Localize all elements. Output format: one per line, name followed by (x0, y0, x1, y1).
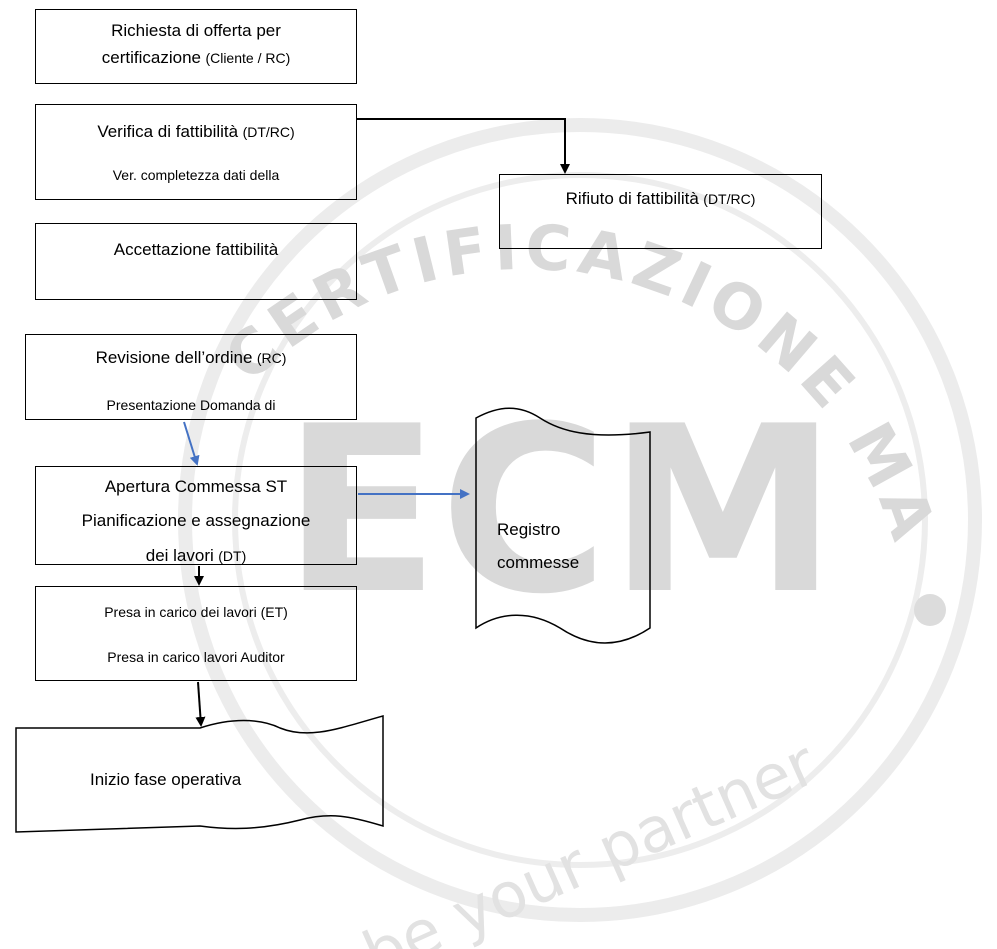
arrow-revisione-apertura (183, 421, 200, 466)
presa-line1: Presa in carico dei lavori (ET) (104, 604, 288, 620)
node-richiesta-offerta: Richiesta di offerta per certificazione … (35, 9, 357, 84)
node-verifica-fattibilita: Verifica di fattibilità (DT/RC) Ver. com… (35, 104, 357, 200)
node-accettazione-fattibilita: Accettazione fattibilità (35, 223, 357, 300)
apertura-line1: Apertura Commessa ST (104, 477, 288, 496)
revisione-role: (RC) (256, 350, 287, 366)
arrow-verifica-rifiuto (356, 118, 570, 174)
apertura-line3: dei lavori (145, 546, 214, 565)
watermark-dot (914, 594, 946, 626)
arrow-presa-inizio (195, 681, 206, 727)
verifica-line1: Verifica di fattibilità (97, 122, 239, 141)
node-apertura-commessa: Apertura Commessa ST Pianificazione e as… (35, 466, 357, 565)
revisione-line1: Revisione dell’ordine (95, 348, 253, 367)
apertura-role: (DT) (218, 548, 247, 564)
richiesta-line1: Richiesta di offerta per (111, 21, 281, 40)
registro-line1: Registro (497, 520, 561, 539)
richiesta-line2: certificazione (101, 48, 201, 67)
inizio-shape (15, 715, 384, 833)
rifiuto-role: (DT/RC) (703, 191, 756, 207)
inizio-label: Inizio fase operativa (90, 770, 242, 789)
node-revisione-ordine: Revisione dell’ordine (RC) Presentazione… (25, 334, 357, 420)
registro-line2: commesse (497, 553, 580, 572)
verifica-role: (DT/RC) (242, 124, 295, 140)
revisione-line2: Presentazione Domanda di (106, 397, 276, 413)
verifica-line2: Ver. completezza dati della (112, 167, 280, 183)
watermark-inner-ring (232, 172, 928, 868)
registro-shape (475, 407, 651, 644)
richiesta-role: (Cliente / RC) (205, 50, 291, 66)
node-rifiuto-fattibilita: Rifiuto di fattibilità (DT/RC) (499, 174, 822, 249)
accettazione-label: Accettazione fattibilità (113, 240, 279, 259)
rifiuto-label: Rifiuto di fattibilità (565, 189, 699, 208)
apertura-line2: Pianificazione e assegnazione (81, 511, 311, 530)
node-presa-in-carico: Presa in carico dei lavori (ET) Presa in… (35, 586, 357, 681)
presa-line2: Presa in carico lavori Auditor (107, 649, 285, 665)
watermark-ring (178, 118, 982, 922)
watermark-monogram: ECM (283, 378, 838, 645)
